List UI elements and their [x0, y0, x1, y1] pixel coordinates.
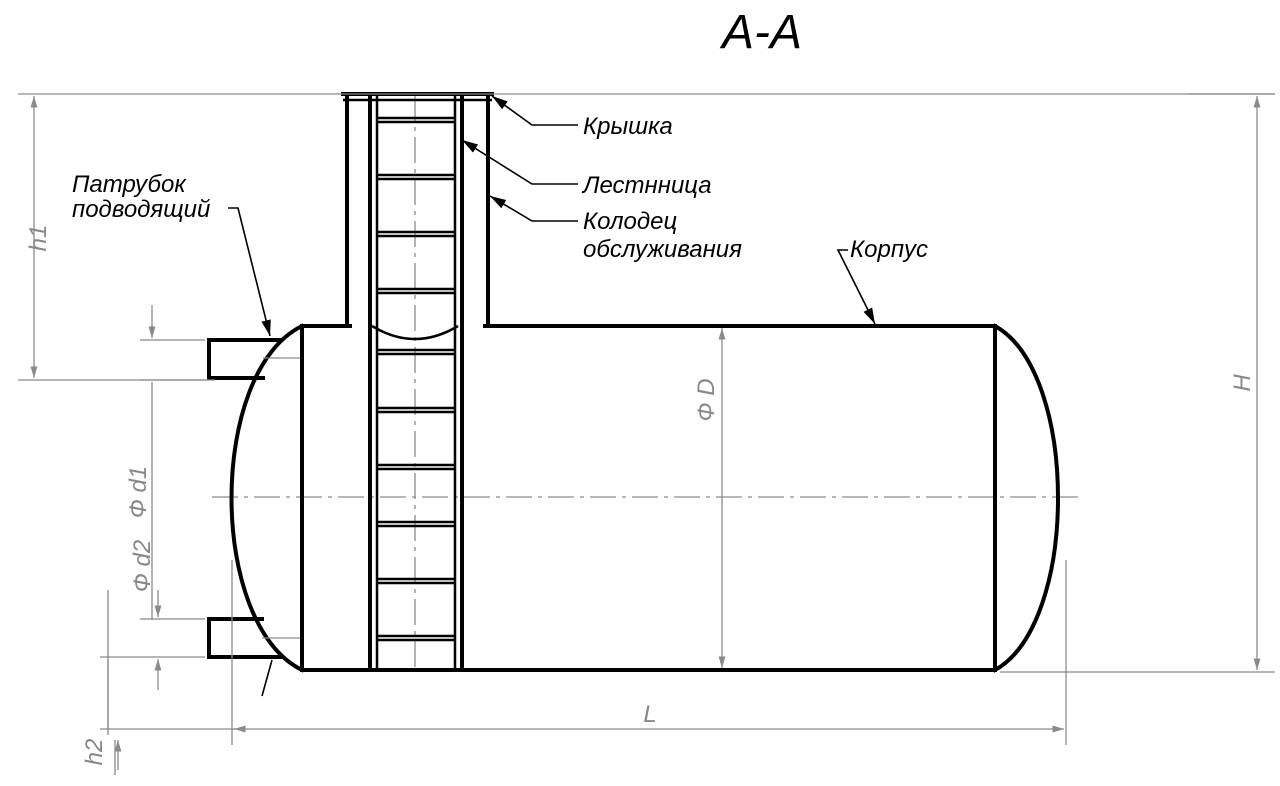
dim-D-label: Ф D — [693, 378, 720, 421]
label-well-line1: Колодец — [583, 208, 677, 235]
dim-d2-label: Ф d2 — [129, 540, 156, 592]
ladder-rungs — [377, 116, 455, 642]
dim-h2-label: h2 — [81, 739, 108, 766]
dim-H-label: H — [1229, 374, 1256, 392]
dim-h1-label: h1 — [25, 225, 52, 252]
inlet-pipe — [207, 338, 300, 380]
tank-body — [229, 323, 1060, 673]
dim-L-label: L — [643, 701, 656, 728]
label-body: Корпус — [850, 236, 928, 263]
section-title: А-А — [719, 6, 802, 59]
label-ladder: Лестнница — [581, 172, 712, 199]
service-well — [341, 92, 494, 341]
label-pipe-line1: Патрубок — [72, 171, 187, 198]
label-pipe-line2: подводящий — [72, 196, 210, 223]
ladder — [368, 94, 464, 672]
label-well-line2: обслуживания — [583, 236, 742, 263]
outlet-pipe — [207, 617, 300, 659]
dim-d1-label: Ф d1 — [125, 466, 152, 518]
label-cover: Крышка — [583, 113, 673, 140]
dimension-lines — [18, 93, 1275, 775]
leader-lines — [228, 95, 876, 697]
